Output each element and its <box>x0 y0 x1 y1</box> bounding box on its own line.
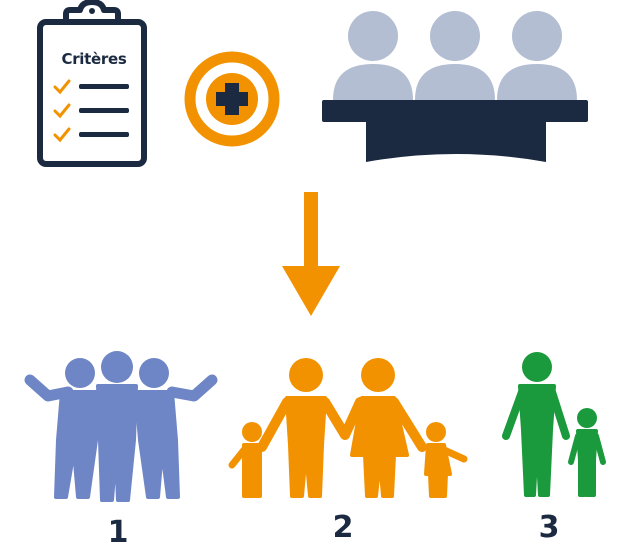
clipboard-icon <box>37 0 147 167</box>
group-number-1: 1 <box>107 515 129 550</box>
arrow-down-icon <box>282 192 340 316</box>
group-number-2: 2 <box>332 510 354 545</box>
criteria-label: Critères <box>61 50 127 68</box>
checklist-line <box>53 79 129 95</box>
checklist-line <box>53 103 129 119</box>
parent-child-icon <box>502 352 606 497</box>
jury-panel-icon <box>322 11 588 162</box>
friends-group-icon <box>24 351 218 502</box>
family-icon <box>228 358 468 498</box>
plus-circle-icon <box>184 51 280 147</box>
checklist-line <box>53 127 129 143</box>
group-number-3: 3 <box>538 510 560 545</box>
